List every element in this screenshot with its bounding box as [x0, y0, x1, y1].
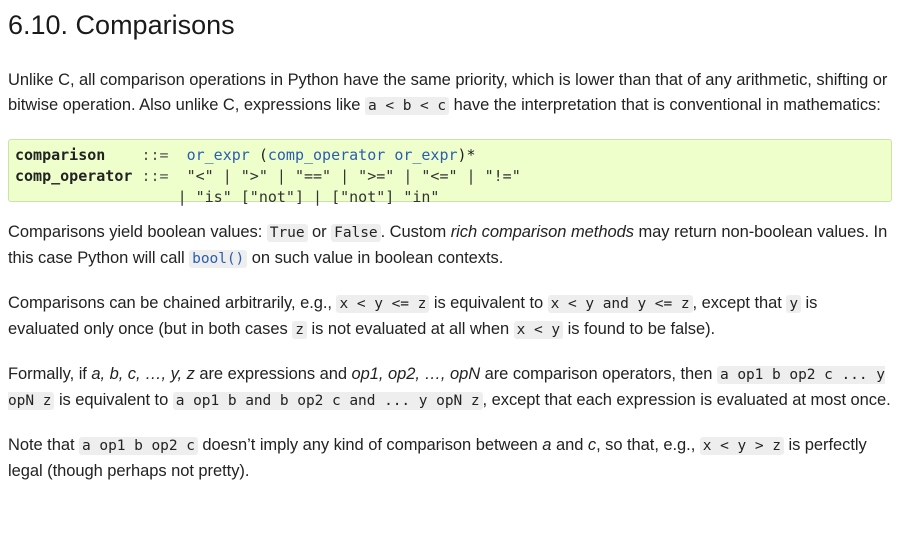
- inline-code: a op1 b op2 c: [79, 437, 198, 455]
- inline-code: x < y: [513, 321, 564, 339]
- paragraph-note: Note that a op1 b op2 c doesn’t imply an…: [8, 436, 867, 480]
- inline-code: x < y > z: [699, 437, 784, 455]
- grammar-link-or-expr-2[interactable]: or_expr: [394, 146, 458, 164]
- emphasis: op1, op2, …, opN: [351, 365, 481, 383]
- grammar-link-comp-operator[interactable]: comp_operator: [267, 146, 386, 164]
- inline-code: True: [266, 224, 308, 242]
- inline-code: a op1 b and b op2 c and ... y opN z: [172, 392, 483, 410]
- inline-code: x < y <= z: [336, 295, 430, 313]
- grammar-operators: "<" | ">" | "==" | ">=" | "<=" | "!=": [186, 167, 521, 185]
- grammar-operators-continued: | "is" ["not"] | ["not"] "in": [177, 188, 440, 206]
- inline-code: x < y and y <= z: [547, 295, 693, 313]
- paragraph-boolean-values: Comparisons yield boolean values: True o…: [8, 223, 888, 268]
- document-page: 6.10. Comparisons Unlike C, all comparis…: [8, 10, 892, 480]
- inline-code: y: [786, 295, 801, 313]
- grammar-block: comparison ::= or_expr (comp_operator or…: [8, 139, 892, 206]
- paragraph-formal: Formally, if a, b, c, …, y, z are expres…: [8, 365, 891, 410]
- inline-code: False: [331, 224, 381, 242]
- bool-function-link[interactable]: bool(): [189, 250, 248, 268]
- paragraph-chaining: Comparisons can be chained arbitrarily, …: [8, 294, 818, 339]
- grammar-link-or-expr[interactable]: or_expr: [186, 146, 250, 164]
- inline-code: z: [292, 321, 307, 339]
- emphasis: rich comparison methods: [450, 223, 634, 241]
- paragraph-intro: Unlike C, all comparison operations in P…: [8, 71, 888, 115]
- grammar-term-comparison: comparison: [15, 146, 106, 164]
- section-title: 6.10. Comparisons: [8, 10, 235, 40]
- emphasis: c: [587, 436, 597, 454]
- inline-code: a < b < c: [364, 97, 450, 115]
- grammar-term-comp-operator: comp_operator: [15, 167, 133, 185]
- emphasis: a: [542, 436, 552, 454]
- emphasis: a, b, c, …, y, z: [91, 365, 195, 383]
